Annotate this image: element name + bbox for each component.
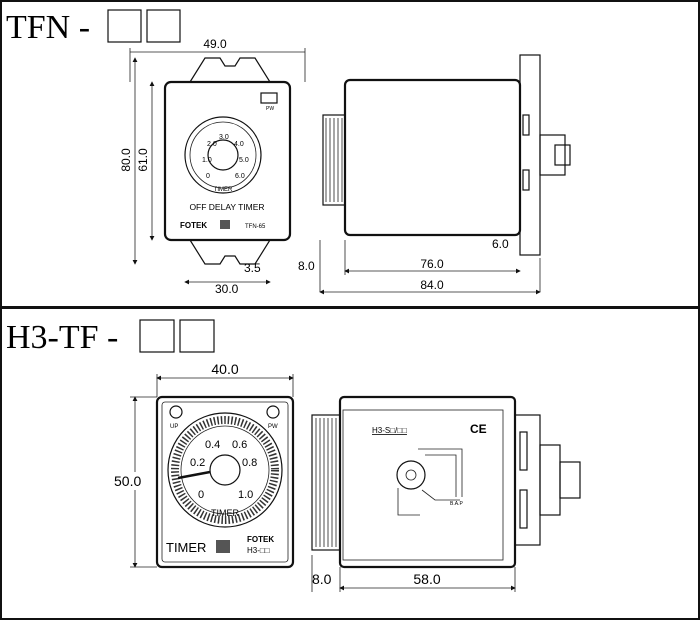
dim-height-body: 61.0 [136, 148, 150, 172]
dim-knob: 8.0 [312, 571, 332, 587]
brand-label: FOTEK [247, 535, 274, 544]
dial-tick: 0.8 [242, 457, 257, 469]
dim-width: 40.0 [211, 361, 238, 377]
dial-tick: 1.0 [202, 157, 212, 164]
model-code-box [179, 319, 215, 353]
title-tfn: TFN - [6, 9, 90, 46]
dim-body-depth: 58.0 [413, 571, 440, 587]
dim-base: 30.0 [215, 282, 239, 296]
tfn-side-view [322, 54, 571, 256]
model-code-box [146, 9, 181, 43]
brand-label: FOTEK [180, 221, 207, 230]
front-caption: TIMER [166, 540, 206, 555]
dial-tick: 0.4 [205, 439, 220, 451]
dial-tick: 1.0 [238, 489, 253, 501]
dial-label: TIMER [214, 187, 233, 193]
power-led [260, 92, 278, 104]
time-knob[interactable] [209, 454, 241, 486]
side-model-label: H3-S□/□□ [372, 426, 407, 435]
h3tf-side-view: H3-S□/□□ CE B.A.P [311, 395, 581, 569]
dial-tick: 2.0 [207, 141, 217, 148]
cert-icon [220, 220, 230, 229]
model-label: TFN-65 [245, 224, 266, 230]
model-code-box [107, 9, 142, 43]
h3tf-front-view: UP PW 0 0.2 0.4 0.6 0.8 1.0 TIMER TIMER … [155, 395, 295, 569]
model-code-box [139, 319, 175, 353]
tfn-front-view: PW 0 1.0 2.0 3.0 4.0 5.0 6.0 TIMER OFF D… [163, 57, 292, 265]
time-knob[interactable] [207, 139, 239, 171]
dim-width: 49.0 [203, 37, 227, 51]
dial-tick: 0 [206, 173, 210, 180]
dim-body-depth: 76.0 [420, 257, 444, 271]
dial-pointer [177, 470, 211, 480]
dial-tick: 5.0 [239, 157, 249, 164]
dial-tick: 4.0 [234, 141, 244, 148]
dial-label: TIMER [211, 508, 239, 518]
front-caption: OFF DELAY TIMER [189, 202, 264, 212]
dim-height: 50.0 [114, 473, 141, 489]
tfn-dimensions: 49.0 80.0 61.0 3.5 30.0 [119, 37, 306, 296]
model-label: H3-□□ [247, 546, 270, 555]
panel-h3tf [0, 307, 700, 620]
dim-slot: 3.5 [244, 261, 261, 275]
dial-tick: 0.6 [232, 439, 247, 451]
dim-socket: 6.0 [492, 237, 509, 251]
dim-height-outer: 80.0 [119, 148, 133, 172]
cert-icon [216, 540, 230, 553]
dial-tick: 6.0 [235, 173, 245, 180]
pw-label: PW [266, 106, 274, 112]
terminal-label: B.A.P [450, 501, 463, 507]
dial-tick: 0 [198, 489, 204, 501]
dial-tick: 3.0 [219, 134, 229, 141]
h3tf-dimensions: 40.0 50.0 [113, 361, 294, 568]
dial-tick: 0.2 [190, 457, 205, 469]
pw-label: PW [268, 424, 278, 430]
up-label: UP [170, 424, 178, 430]
h3tf-side-dimensions: 8.0 58.0 [311, 555, 516, 592]
wiring-diagram: B.A.P [396, 448, 463, 516]
tfn-side-dimensions: 6.0 8.0 76.0 84.0 [298, 237, 541, 295]
dim-knob: 8.0 [298, 259, 315, 273]
dim-total-depth: 84.0 [420, 278, 444, 292]
ce-mark: CE [470, 422, 487, 436]
title-h3tf: H3-TF - [6, 319, 118, 356]
